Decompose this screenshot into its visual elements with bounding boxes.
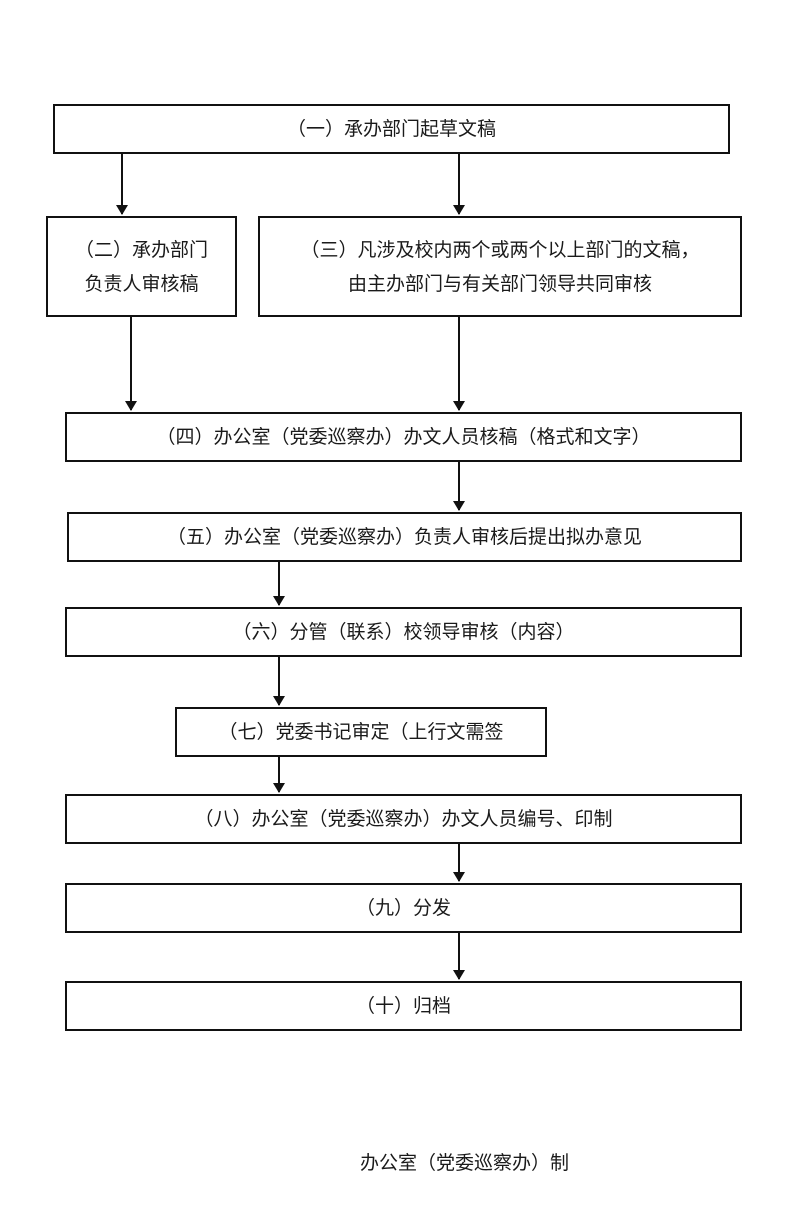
step-2-label-line-1: （二）承办部门 xyxy=(74,238,208,261)
step-3-label-line-1: （三）凡涉及校内两个或两个以上部门的文稿， xyxy=(300,238,700,261)
step-6-label: （六）分管（联系）校领导审核（内容） xyxy=(232,621,575,643)
step-8-numbering-printing: （八）办公室（党委巡察办）办文人员编号、印制 xyxy=(65,794,742,844)
step-5-office-head-opinion: （五）办公室（党委巡察办）负责人审核后提出拟办意见 xyxy=(67,512,742,562)
step-7-party-secretary-approval: （七）党委书记审定（上行文需签 xyxy=(175,707,547,757)
footer-issuer: 办公室（党委巡察办）制 xyxy=(360,1152,570,1174)
step-2-label-line-2: 负责人审核稿 xyxy=(84,272,199,295)
step-10-label: （十）归档 xyxy=(355,995,451,1017)
step-10-archive: （十）归档 xyxy=(65,981,742,1031)
step-1-label: （一）承办部门起草文稿 xyxy=(286,118,496,140)
step-7-label: （七）党委书记审定（上行文需签 xyxy=(218,721,504,743)
step-4-label: （四）办公室（党委巡察办）办文人员核稿（格式和文字） xyxy=(156,426,651,448)
step-1-draft: （一）承办部门起草文稿 xyxy=(53,104,730,154)
step-3-joint-review: （三）凡涉及校内两个或两个以上部门的文稿， 由主办部门与有关部门领导共同审核 xyxy=(258,216,742,317)
step-3-label-line-2: 由主办部门与有关部门领导共同审核 xyxy=(347,272,652,295)
step-9-distribute: （九）分发 xyxy=(65,883,742,933)
step-4-office-format-check: （四）办公室（党委巡察办）办文人员核稿（格式和文字） xyxy=(65,412,742,462)
step-6-leader-content-review: （六）分管（联系）校领导审核（内容） xyxy=(65,607,742,657)
step-9-label: （九）分发 xyxy=(355,897,451,919)
step-2-dept-head-review: （二）承办部门 负责人审核稿 xyxy=(46,216,237,317)
step-8-label: （八）办公室（党委巡察办）办文人员编号、印制 xyxy=(194,808,613,830)
step-5-label: （五）办公室（党委巡察办）负责人审核后提出拟办意见 xyxy=(166,526,642,548)
